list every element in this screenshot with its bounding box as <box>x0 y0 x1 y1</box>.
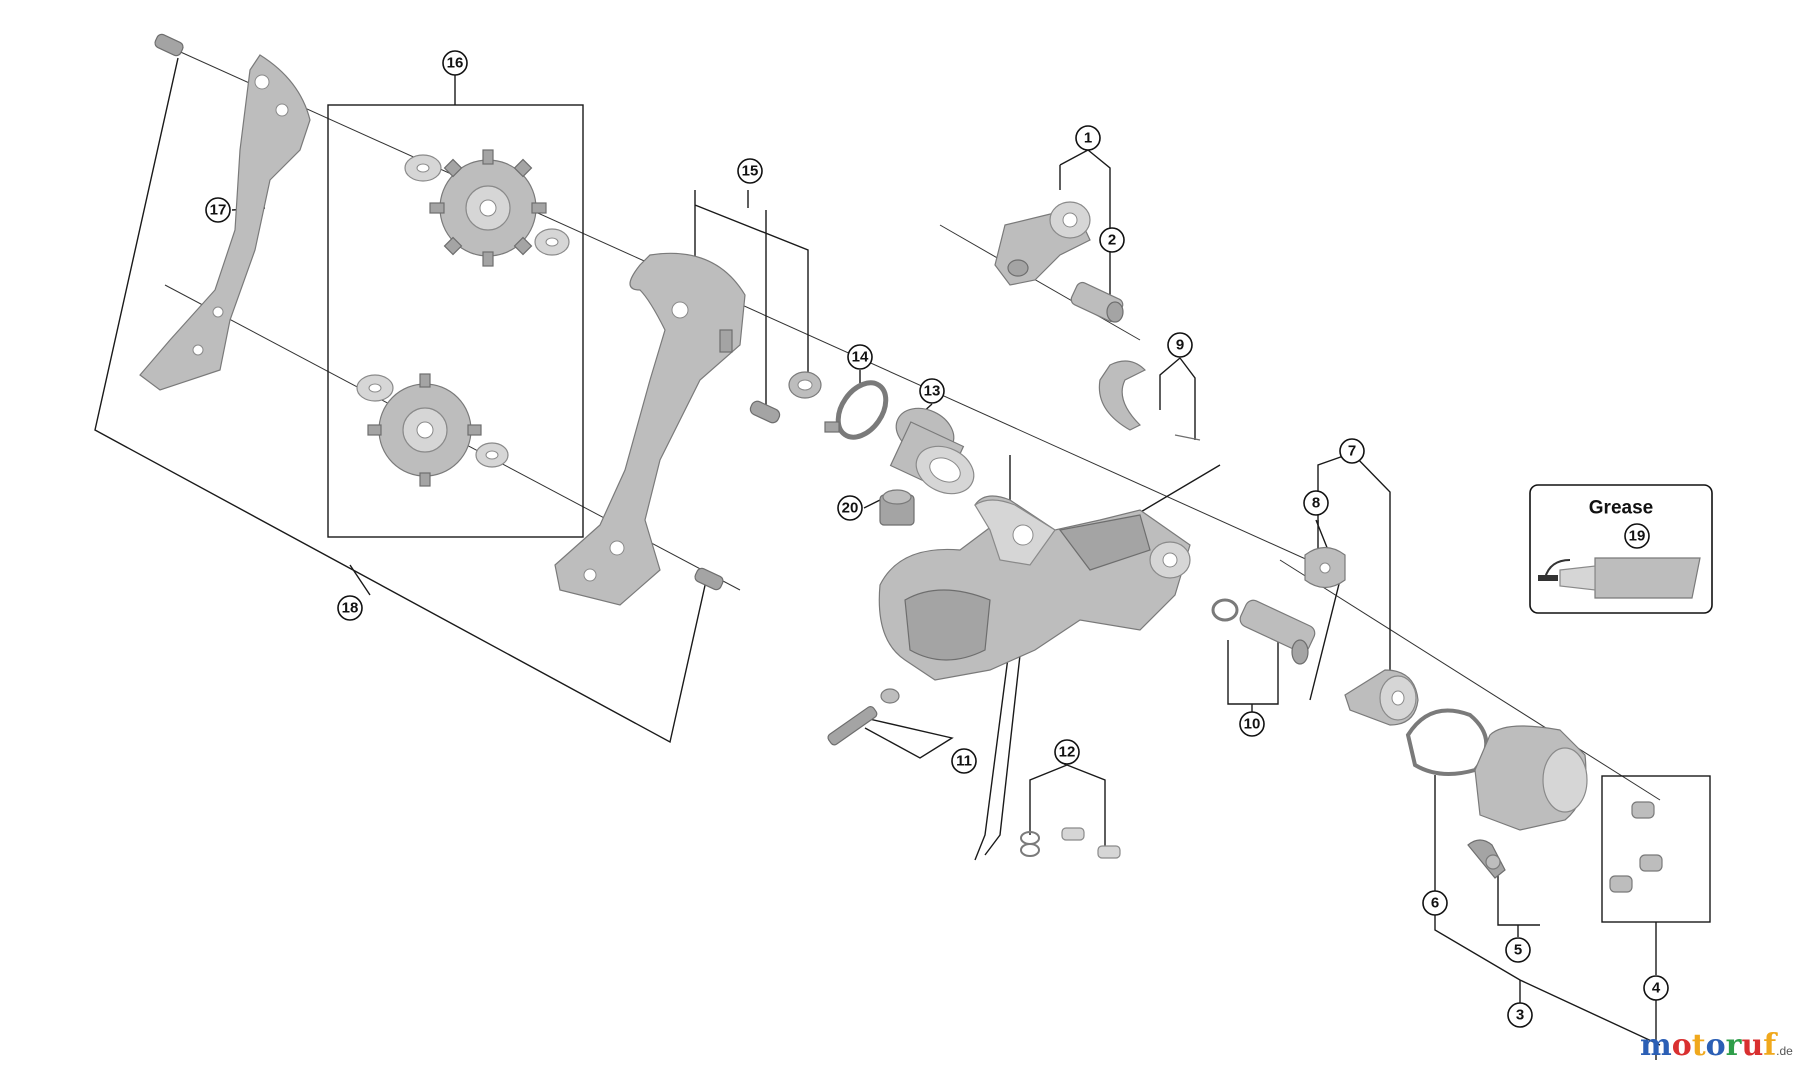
cage-bolt-bottom <box>694 567 724 591</box>
cage-washer <box>788 371 822 399</box>
inner-cage-plate <box>554 252 746 606</box>
watermark-letter: m <box>1640 1028 1672 1063</box>
pivot-axle-10 <box>1211 598 1316 665</box>
callout-15: 15 <box>737 158 763 184</box>
cap-8 <box>1304 546 1346 589</box>
callout-14: 14 <box>847 344 873 370</box>
svg-text:9: 9 <box>1176 337 1184 354</box>
watermark-letter: o <box>1672 1028 1692 1063</box>
svg-text:16: 16 <box>447 55 464 72</box>
callout-9: 9 <box>1167 332 1193 358</box>
svg-text:7: 7 <box>1348 443 1356 460</box>
svg-text:11: 11 <box>956 753 972 770</box>
callout-12: 12 <box>1054 739 1080 765</box>
grease-title: Grease <box>1589 498 1653 519</box>
callout-11: 11 <box>951 748 977 774</box>
callout-7: 7 <box>1339 438 1365 464</box>
grease-box: Grease <box>1529 484 1713 614</box>
tension-pulley <box>356 373 509 487</box>
svg-text:3: 3 <box>1516 1007 1524 1024</box>
watermark-letter: f <box>1763 1028 1778 1063</box>
cable-guide-9 <box>1098 360 1201 441</box>
callout-19: 19 <box>1624 523 1650 549</box>
outer-cage-plate <box>139 54 311 391</box>
svg-text:6: 6 <box>1431 895 1439 912</box>
callout-17: 17 <box>205 197 231 223</box>
svg-text:8: 8 <box>1312 495 1320 512</box>
clutch-cover-3 <box>1474 725 1588 831</box>
svg-text:1: 1 <box>1084 130 1092 147</box>
clutch-unit-7 <box>1344 669 1419 726</box>
leader-lines <box>94 57 1711 1060</box>
callout-13: 13 <box>919 378 945 404</box>
cage-bolt-top <box>154 33 184 57</box>
callout-16: 16 <box>442 50 468 76</box>
watermark-letter: o <box>1706 1028 1726 1063</box>
callout-10: 10 <box>1239 711 1265 737</box>
callout-18: 18 <box>337 595 363 621</box>
b-axle-bolt <box>1070 281 1124 323</box>
callout-3: 3 <box>1507 1002 1533 1028</box>
watermark-letter: r <box>1726 1028 1743 1063</box>
watermark-tld: .de <box>1776 1044 1793 1058</box>
svg-text:13: 13 <box>924 383 941 400</box>
callout-5: 5 <box>1505 937 1531 963</box>
grease-tube <box>1538 557 1701 599</box>
svg-text:20: 20 <box>842 500 859 517</box>
watermark-letter: t <box>1692 1028 1706 1063</box>
ring-14 <box>824 380 889 440</box>
bolt-11 <box>827 688 900 746</box>
bushing-13 <box>889 407 975 495</box>
svg-text:19: 19 <box>1629 528 1646 545</box>
lever-5 <box>1467 839 1506 879</box>
svg-text:2: 2 <box>1108 232 1116 249</box>
svg-text:14: 14 <box>852 349 869 366</box>
callout-6: 6 <box>1422 890 1448 916</box>
svg-text:18: 18 <box>342 600 359 617</box>
callout-8: 8 <box>1303 490 1329 516</box>
cage-stopper-pin <box>749 400 781 424</box>
callout-1: 1 <box>1075 125 1101 151</box>
svg-text:15: 15 <box>742 163 759 180</box>
guide-pulley <box>404 149 570 267</box>
pins-12 <box>1020 827 1121 859</box>
callout-20: 20 <box>837 495 863 521</box>
svg-text:5: 5 <box>1514 942 1522 959</box>
svg-text:17: 17 <box>210 202 227 219</box>
svg-text:10: 10 <box>1244 716 1261 733</box>
callout-2: 2 <box>1099 227 1125 253</box>
callout-4: 4 <box>1643 975 1669 1001</box>
cover-screws-4 <box>1609 801 1663 893</box>
watermark-logo: motoruf.de <box>1640 1028 1793 1063</box>
svg-text:12: 12 <box>1059 744 1076 761</box>
watermark-letter: u <box>1741 1028 1763 1063</box>
gasket-6 <box>1405 708 1489 776</box>
derailleur-main-body <box>878 495 1191 681</box>
b-link-assembly <box>994 201 1091 286</box>
svg-text:motoruf.de: motoruf.de <box>1640 1028 1793 1063</box>
svg-text:4: 4 <box>1652 980 1661 997</box>
adjust-cap-20 <box>879 489 915 526</box>
